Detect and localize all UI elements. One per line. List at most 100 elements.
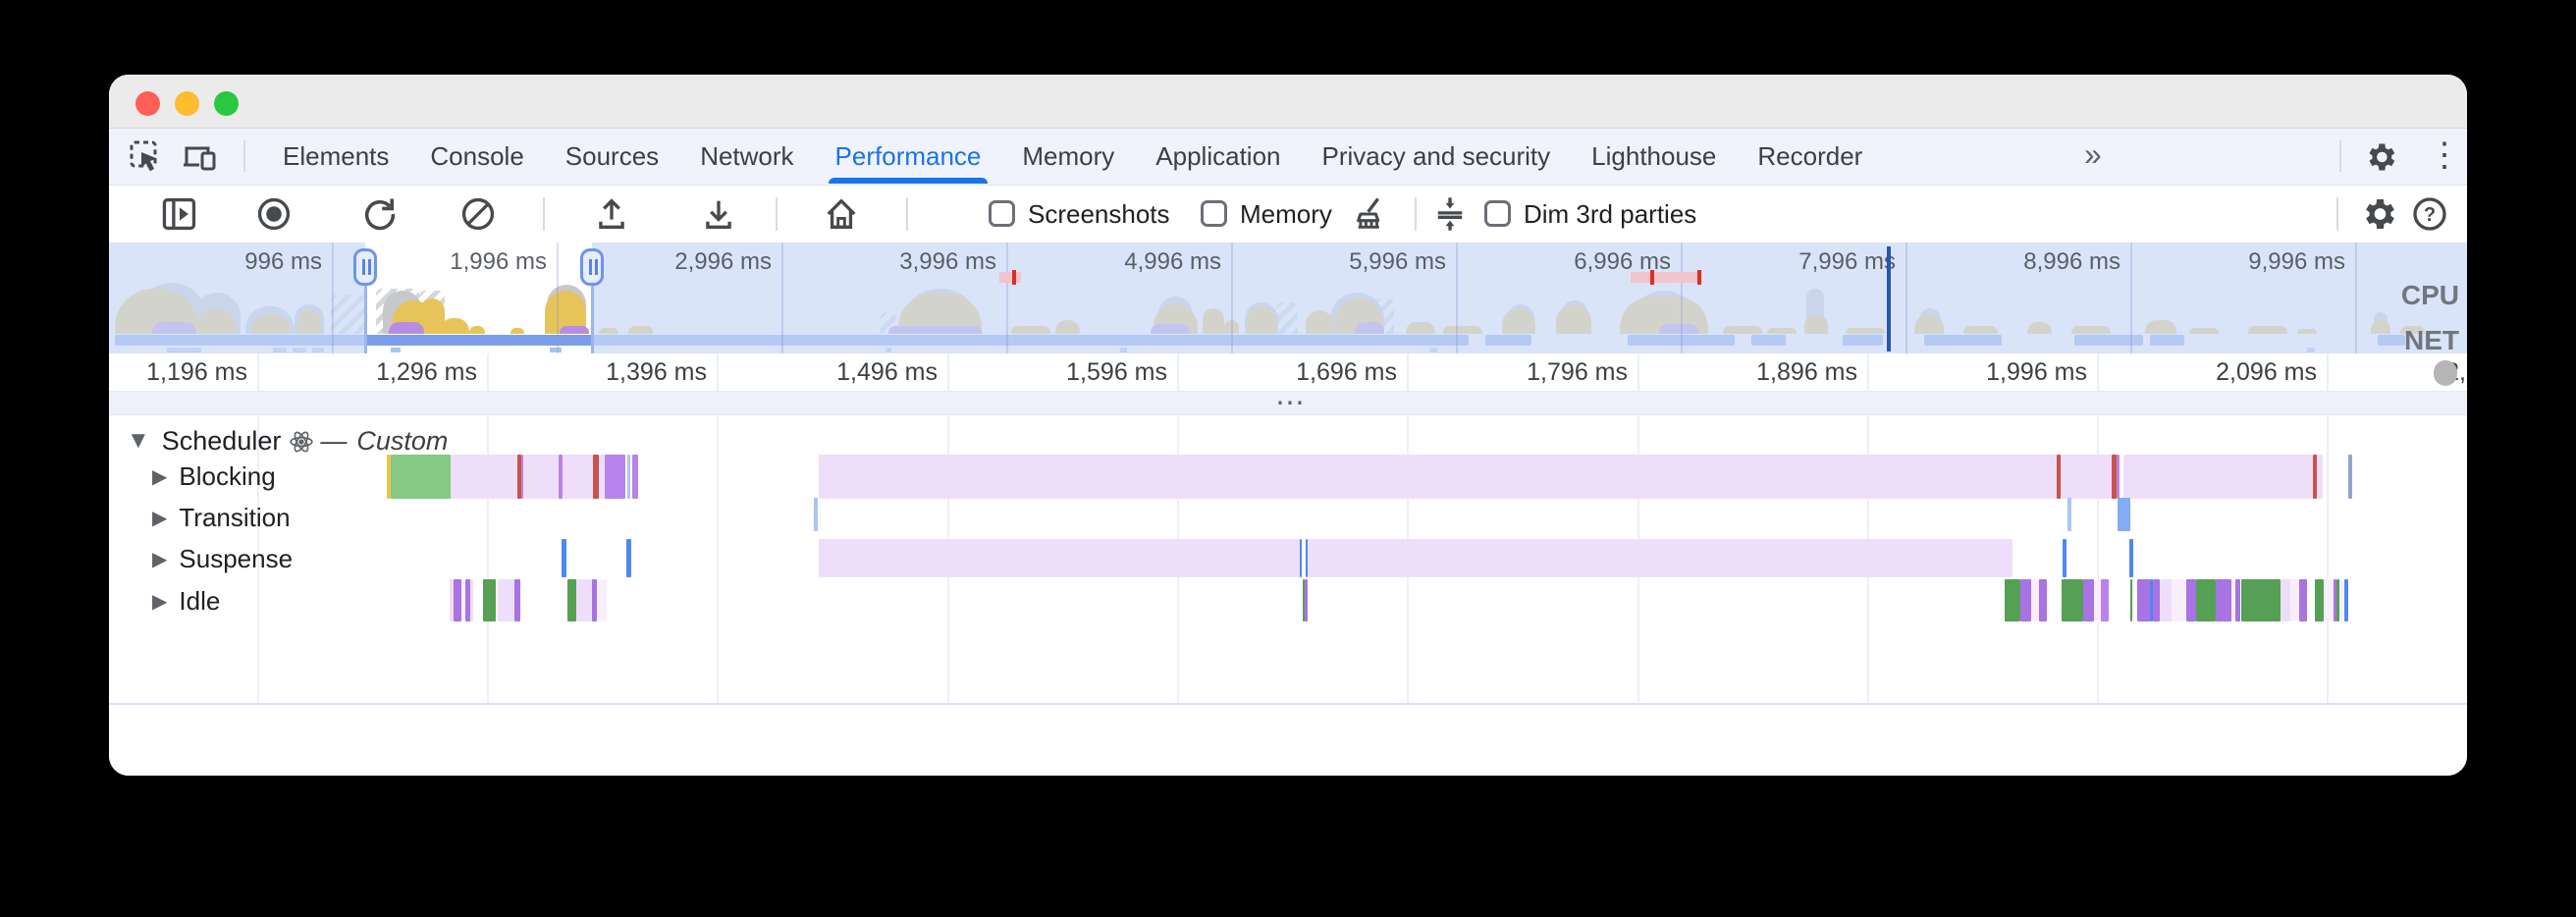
track-segment[interactable] (2348, 455, 2352, 499)
panel-resize-handle[interactable]: ⋯ (109, 387, 2467, 419)
track-segment[interactable] (2137, 579, 2150, 621)
tab-memory[interactable]: Memory (1022, 141, 1115, 171)
track-segment[interactable] (1308, 539, 2012, 577)
track-segment[interactable] (592, 579, 597, 621)
track-segment[interactable] (451, 455, 517, 499)
expand-arrow-icon[interactable]: ▶ (152, 591, 168, 613)
inspect-element-icon[interactable] (129, 139, 164, 175)
track-segment[interactable] (2339, 579, 2343, 621)
track-segment[interactable] (470, 579, 473, 621)
track-segment[interactable] (2118, 498, 2130, 531)
vertical-scrollbar-thumb[interactable] (2434, 360, 2457, 386)
memory-checkbox[interactable] (1201, 200, 1227, 227)
track-segment[interactable] (2129, 539, 2133, 577)
tab-console[interactable]: Console (430, 141, 524, 171)
tab-application[interactable]: Application (1155, 141, 1281, 171)
track-segment[interactable] (2196, 579, 2216, 621)
track-segment[interactable] (498, 579, 514, 621)
track-segment[interactable] (2062, 579, 2083, 621)
track-segment[interactable] (2235, 579, 2240, 621)
tab-lighthouse[interactable]: Lighthouse (1591, 141, 1717, 171)
track-segment[interactable] (605, 455, 625, 499)
download-profile-icon[interactable] (699, 194, 738, 234)
tab-recorder[interactable]: Recorder (1757, 141, 1863, 171)
clear-icon[interactable] (458, 194, 498, 234)
track-segment[interactable] (454, 579, 461, 621)
tab-elements[interactable]: Elements (283, 141, 390, 171)
track-segment[interactable] (576, 579, 592, 621)
track-segment[interactable] (562, 539, 566, 577)
track-segment[interactable] (1306, 539, 1308, 577)
track-segment[interactable] (1303, 579, 1305, 621)
track-row-transition[interactable]: ▶Transition (152, 502, 291, 533)
track-segment[interactable] (2063, 539, 2066, 577)
track-segment[interactable] (2315, 579, 2324, 621)
drag-dots-icon[interactable]: ⋯ (1275, 387, 1307, 419)
toggle-sidebar-icon[interactable] (160, 194, 199, 234)
settings-gear-icon[interactable] (2363, 139, 2398, 175)
track-area[interactable]: ▼Scheduler—Custom▶Blocking ▶Transition ▶Su… (109, 415, 2467, 705)
track-segment[interactable] (2344, 579, 2348, 621)
window-titlebar[interactable] (109, 75, 2467, 129)
track-segment[interactable] (2020, 579, 2031, 621)
track-segment[interactable] (2231, 579, 2235, 621)
collapse-tracks-icon[interactable] (1430, 194, 1470, 234)
tab-privacy-and-security[interactable]: Privacy and security (1321, 141, 1551, 171)
track-segment[interactable] (2094, 579, 2101, 621)
track-segment[interactable] (2160, 579, 2172, 621)
track-segment[interactable] (2172, 579, 2186, 621)
track-segment[interactable] (2281, 579, 2290, 621)
more-tabs-icon[interactable]: » (2084, 136, 2102, 172)
track-segment[interactable] (2083, 579, 2094, 621)
tab-network[interactable]: Network (700, 141, 794, 171)
track-segment[interactable] (559, 455, 563, 499)
minimize-button[interactable] (175, 91, 199, 116)
track-segment[interactable] (2101, 579, 2109, 621)
track-segment[interactable] (2112, 455, 2117, 499)
track-segment[interactable] (819, 539, 1300, 577)
track-segment[interactable] (567, 579, 576, 621)
collapse-arrow-icon[interactable]: ▼ (127, 427, 150, 454)
selection-handle-right[interactable] (580, 248, 604, 286)
track-row-blocking[interactable]: ▶Blocking (152, 460, 276, 492)
track-row-idle[interactable]: ▶Idle (152, 585, 220, 617)
track-segment[interactable] (2334, 579, 2336, 621)
track-segment[interactable] (2130, 579, 2132, 621)
track-segment[interactable] (627, 455, 630, 499)
tab-performance[interactable]: Performance (815, 129, 1002, 184)
track-segment[interactable] (521, 455, 523, 499)
track-segment[interactable] (1300, 539, 1302, 577)
track-row-suspense[interactable]: ▶Suspense (152, 543, 293, 574)
track-segment[interactable] (2132, 579, 2134, 621)
track-segment[interactable] (2216, 579, 2231, 621)
track-segment[interactable] (2290, 579, 2299, 621)
expand-arrow-icon[interactable]: ▶ (152, 466, 168, 488)
selection-handle-left[interactable] (353, 248, 377, 286)
track-segment[interactable] (2005, 579, 2020, 621)
upload-profile-icon[interactable] (592, 194, 631, 234)
track-segment[interactable] (2123, 455, 2313, 499)
track-segment[interactable] (2153, 579, 2160, 621)
track-segment[interactable] (2336, 579, 2339, 621)
track-segment[interactable] (2031, 579, 2039, 621)
home-icon[interactable] (822, 194, 861, 234)
device-toolbar-icon[interactable] (182, 139, 217, 175)
track-segment[interactable] (2067, 498, 2071, 531)
track-segment[interactable] (387, 455, 391, 499)
screenshots-checkbox[interactable] (989, 200, 1015, 227)
track-segment[interactable] (2299, 579, 2307, 621)
track-header-scheduler[interactable]: ▼Scheduler—Custom (127, 425, 448, 457)
track-segment[interactable] (2313, 455, 2317, 499)
expand-arrow-icon[interactable]: ▶ (152, 549, 168, 570)
track-segment[interactable] (514, 579, 520, 621)
close-button[interactable] (135, 91, 160, 116)
reload-record-icon[interactable] (360, 194, 400, 234)
track-segment[interactable] (2186, 579, 2196, 621)
help-icon[interactable]: ? (2410, 194, 2449, 234)
track-segment[interactable] (2061, 455, 2112, 499)
track-segment[interactable] (599, 455, 605, 499)
track-segment[interactable] (632, 455, 638, 499)
track-segment[interactable] (391, 455, 451, 499)
